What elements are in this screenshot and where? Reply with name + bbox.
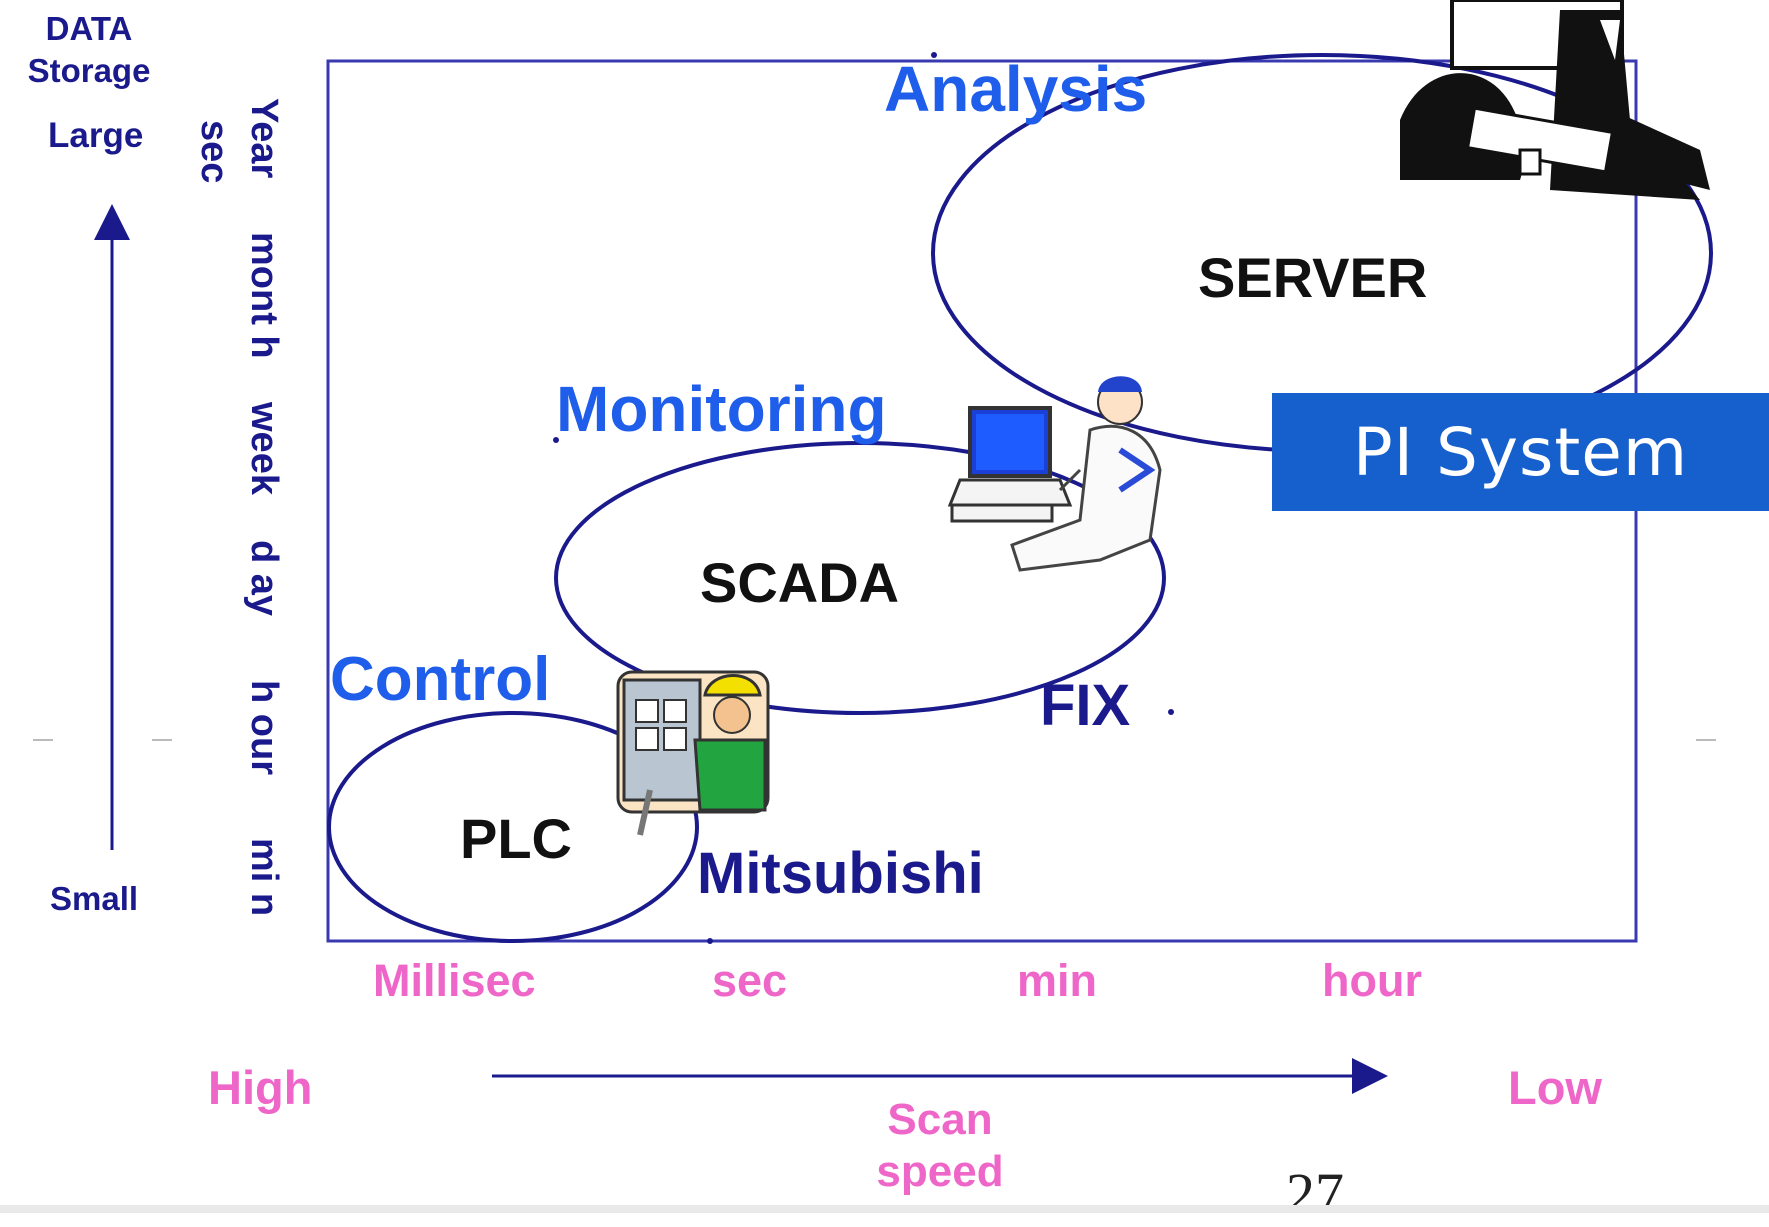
y-axis-top-label: Large xyxy=(48,116,144,155)
dot-marker xyxy=(707,938,713,944)
x-axis-title: Scan speed xyxy=(876,1095,1004,1196)
node-server: SERVER xyxy=(1198,246,1428,309)
x-axis-low-label: Low xyxy=(1508,1061,1602,1114)
meeting-clipart-icon xyxy=(1400,0,1710,200)
bottom-strip xyxy=(0,1205,1769,1213)
x-tick-hour: hour xyxy=(1322,955,1422,1006)
time-scale-week: week xyxy=(243,402,285,495)
computer-operator-clipart-icon xyxy=(947,376,1162,572)
time-scale-day: d ay xyxy=(243,540,285,617)
x-tick-sec: sec xyxy=(712,955,788,1006)
time-scale-hour: h our xyxy=(243,680,285,775)
scada-ellipse xyxy=(554,441,1166,715)
x-tick-min: min xyxy=(1017,955,1098,1006)
x-axis-high-label: High xyxy=(208,1061,313,1114)
node-fix: FIX xyxy=(1040,673,1131,738)
time-scale-min: mi n xyxy=(243,838,285,917)
page-number: 27 xyxy=(1286,1161,1344,1226)
y-axis-bottom-label: Small xyxy=(50,880,139,917)
layer-analysis: Analysis xyxy=(884,53,1148,125)
pi-system-label: PI System xyxy=(1352,413,1689,491)
time-scale-month: mont h xyxy=(243,232,285,359)
node-mitsubishi: Mitsubishi xyxy=(697,841,984,906)
plc-ellipse xyxy=(327,711,699,943)
dot-marker xyxy=(931,52,937,58)
y-axis-title: DATA Storage xyxy=(27,10,151,89)
node-plc: PLC xyxy=(460,807,572,870)
layer-control: Control xyxy=(330,645,551,714)
electrician-clipart-icon xyxy=(616,670,770,836)
pi-system-callout: PI System xyxy=(1272,393,1769,511)
time-scale-year: Year xyxy=(243,98,285,179)
node-scada: SCADA xyxy=(700,551,900,614)
layer-monitoring: Monitoring xyxy=(556,373,887,445)
time-scale-sec: sec xyxy=(193,120,235,184)
dot-marker xyxy=(1168,709,1174,715)
dot-marker xyxy=(553,437,559,443)
x-tick-millisec: Millisec xyxy=(373,955,536,1006)
